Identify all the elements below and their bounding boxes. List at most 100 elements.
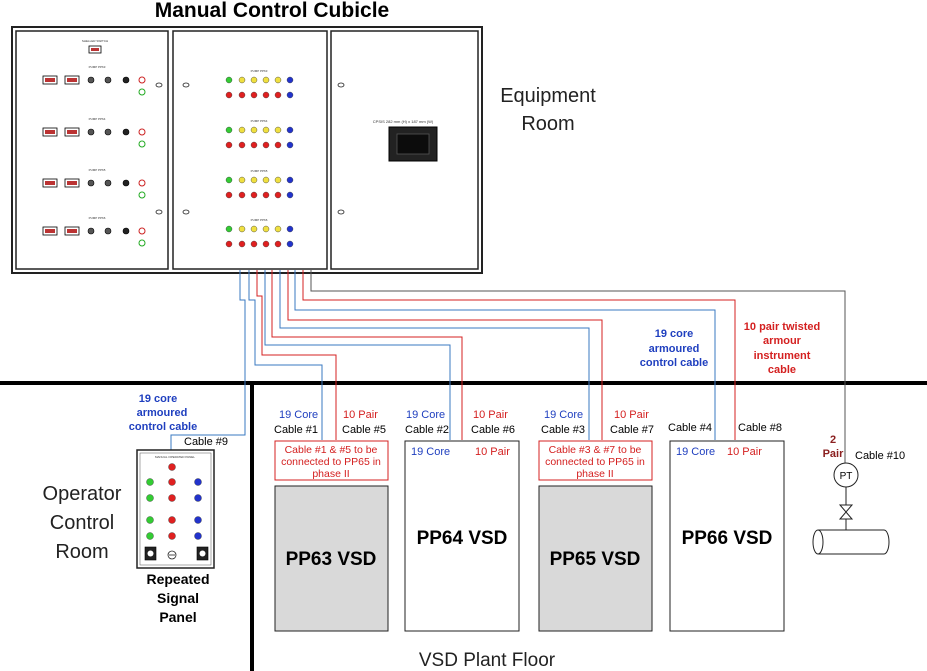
indicator-lamp xyxy=(286,225,294,233)
cable-5-type: 10 Pair xyxy=(343,409,378,421)
repeated-panel-label-2: Signal xyxy=(157,590,199,606)
cable-5-label: Cable #5 xyxy=(342,424,386,436)
indicator-lamp xyxy=(238,76,246,84)
panel-lamp xyxy=(146,516,154,524)
vsd-pp66-box xyxy=(669,440,785,632)
pressure-transmitter: 2 Pair Cable #10 PT xyxy=(812,434,905,555)
indicator-lamp xyxy=(274,240,282,248)
cable-2-type: 19 Core xyxy=(406,409,445,421)
door2-pump-label: PUMP PP65 xyxy=(251,169,268,173)
indicator-lamp xyxy=(250,141,258,149)
door1-knob xyxy=(122,227,130,235)
cable-2-route xyxy=(264,270,451,440)
indicator-lamp xyxy=(250,91,258,99)
phase-note-1-line3: phase II xyxy=(312,468,349,480)
repeated-panel-header: MANUAL OPERATED PANEL xyxy=(155,455,195,459)
cable-10-type: Pair xyxy=(823,448,845,460)
indicator-lamp xyxy=(262,176,270,184)
indicator-lamp xyxy=(225,91,233,99)
panel-lamp xyxy=(168,532,176,540)
note-10pair-3: instrument xyxy=(754,350,811,362)
cable-6-label: Cable #6 xyxy=(471,424,515,436)
note-19core-2: armoured xyxy=(649,343,700,355)
indicator-lamp xyxy=(286,191,294,199)
indicator-lamp xyxy=(286,240,294,248)
indicator-lamp xyxy=(286,91,294,99)
pipe-icon xyxy=(818,529,890,555)
panel-lamp xyxy=(194,478,202,486)
panel-lamp xyxy=(146,478,154,486)
panel-lamp xyxy=(146,532,154,540)
indicator-lamp xyxy=(238,225,246,233)
door1-pump-label: PUMP PP64 xyxy=(89,117,106,121)
door1-selector xyxy=(87,227,95,235)
indicator-lamp xyxy=(262,225,270,233)
cable-1-route xyxy=(248,270,323,440)
phase-note-1-box xyxy=(274,440,389,481)
vsd-pp65-label: PP65 VSD xyxy=(550,549,641,570)
indicator-lamp xyxy=(225,76,233,84)
panel-lamp xyxy=(194,494,202,502)
vsd-pp64-label: PP64 VSD xyxy=(417,528,508,549)
door1-knob xyxy=(122,128,130,136)
door1-lamp xyxy=(138,239,146,247)
panel-lamp xyxy=(168,516,176,524)
door1-knob xyxy=(122,179,130,187)
indicator-lamp xyxy=(238,126,246,134)
note-10pair-1: 10 pair twisted xyxy=(744,321,820,333)
equipment-room-label-1: Equipment xyxy=(500,85,596,107)
selector-switch-label: SHELLER SWITCH xyxy=(82,39,108,43)
valve-icon xyxy=(838,504,854,520)
panel-lamp xyxy=(168,463,176,471)
cable-6-route xyxy=(271,270,463,440)
cable-10-route xyxy=(310,270,846,463)
door1-pump-label: PUMP PP65 xyxy=(89,168,106,172)
door1-lamp xyxy=(138,88,146,96)
indicator-lamp xyxy=(250,126,258,134)
cable-4-route xyxy=(294,270,716,440)
phase-note-1-line1: Cable #1 & #5 to be xyxy=(285,444,378,456)
operator-room-label-3: Room xyxy=(55,541,108,563)
door1-pump-label: PUMP PP63 xyxy=(89,65,106,69)
indicator-lamp xyxy=(274,176,282,184)
indicator-lamp xyxy=(286,176,294,184)
indicator-lamp xyxy=(225,240,233,248)
cable-7-label: Cable #7 xyxy=(610,424,654,436)
door1-selector xyxy=(87,76,95,84)
indicator-lamp xyxy=(274,76,282,84)
indicator-lamp xyxy=(274,225,282,233)
panel-lamp xyxy=(194,516,202,524)
door1-lamp xyxy=(138,140,146,148)
door1-lamp xyxy=(138,191,146,199)
indicator-lamp xyxy=(250,176,258,184)
indicator-lamp xyxy=(238,191,246,199)
cable-3-type: 19 Core xyxy=(544,409,583,421)
indicator-lamp xyxy=(274,191,282,199)
panel-lamp xyxy=(168,494,176,502)
cable-6-type: 10 Pair xyxy=(473,409,508,421)
cable-4-label: Cable #4 xyxy=(668,422,712,434)
vsd-pp65-box xyxy=(538,485,653,632)
indicator-lamp xyxy=(225,176,233,184)
cable-3-label: Cable #3 xyxy=(541,424,585,436)
phase-note-2-box xyxy=(538,440,653,481)
indicator-lamp xyxy=(250,240,258,248)
door1-lamp xyxy=(138,128,146,136)
indicator-lamp xyxy=(238,91,246,99)
door-hinges xyxy=(155,82,345,215)
vsd-pp64-box xyxy=(404,440,520,632)
door1-lamp xyxy=(138,179,146,187)
indicator-lamp xyxy=(225,141,233,149)
indicator-lamp xyxy=(262,126,270,134)
cable-9-label: Cable #9 xyxy=(184,436,228,448)
cable-2-label: Cable #2 xyxy=(405,424,449,436)
equipment-room-label-2: Room xyxy=(521,113,574,135)
cable-9-route xyxy=(170,270,246,450)
door1-pump-label: PUMP PP66 xyxy=(89,216,106,220)
note-op-1: 19 core xyxy=(139,393,178,405)
door2-pump-label: PUMP PP63 xyxy=(251,69,268,73)
indicator-lamp xyxy=(262,91,270,99)
door1-selector xyxy=(87,179,95,187)
